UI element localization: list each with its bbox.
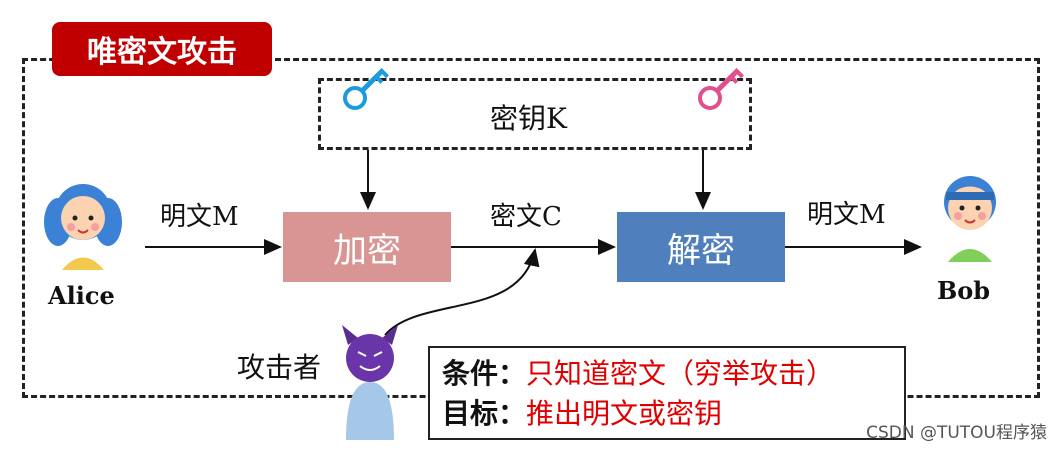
attacker-icon	[342, 325, 398, 440]
title-badge: 唯密文攻击	[52, 22, 272, 76]
bob-icon	[944, 176, 996, 262]
encrypt-box: 加密	[283, 212, 451, 282]
key-icon-left	[343, 67, 389, 110]
alice-icon	[44, 184, 122, 270]
attacker-label: 攻击者	[237, 351, 322, 384]
alice-name: Alice	[48, 281, 115, 310]
key-icon-right	[698, 67, 744, 110]
goal-value: 推出明文或密钥	[526, 397, 723, 430]
condition-row: 条件：只知道密文（穷举攻击）	[442, 354, 892, 394]
watermark: CSDN @TUTOU程序猿	[866, 423, 1047, 443]
eavesdrop-arrow	[384, 248, 540, 336]
ciphertext-label: 密文C	[490, 202, 562, 232]
condition-label: 条件：	[442, 357, 527, 390]
decrypt-box: 解密	[617, 212, 785, 282]
key-box	[318, 78, 752, 150]
key-label: 密钥K	[490, 102, 567, 135]
bob-name: Bob	[937, 276, 991, 305]
goal-label: 目标：	[442, 397, 527, 430]
plaintext-out-label: 明文M	[807, 200, 886, 230]
condition-value: 只知道密文（穷举攻击）	[526, 357, 835, 390]
info-box: 条件：只知道密文（穷举攻击） 目标：推出明文或密钥	[428, 346, 906, 440]
goal-row: 目标：推出明文或密钥	[442, 394, 892, 434]
plaintext-in-label: 明文M	[160, 202, 239, 232]
